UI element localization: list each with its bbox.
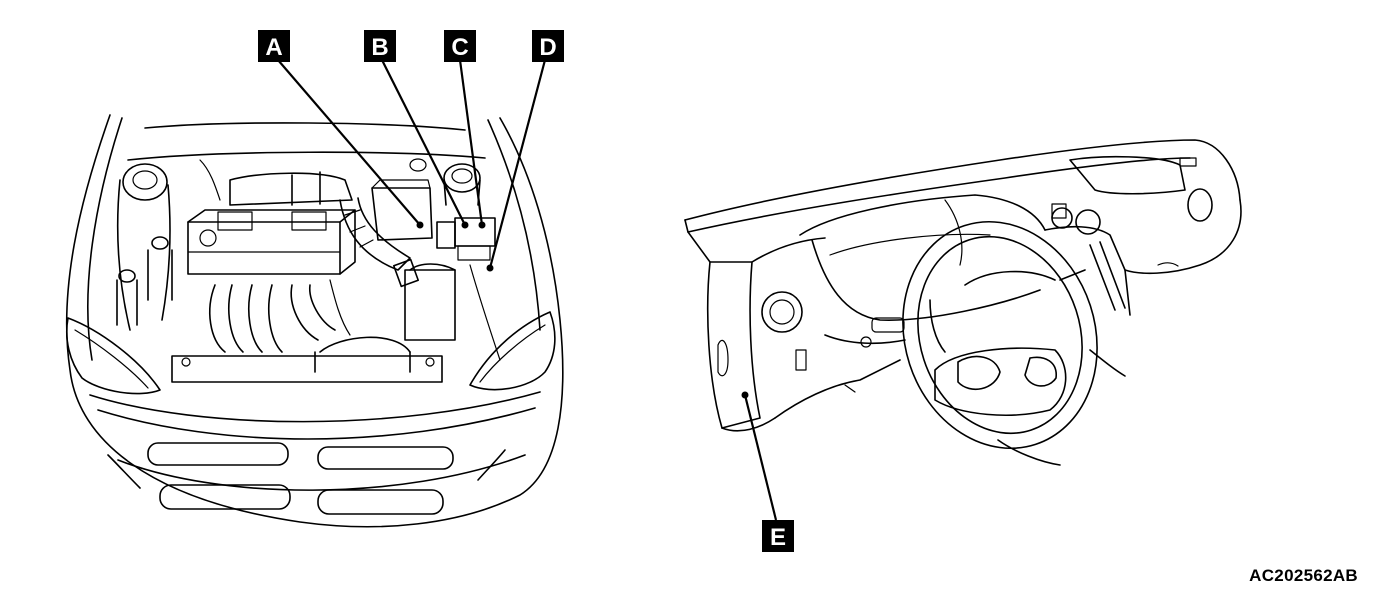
hood-outline (65, 114, 564, 528)
dash-top (684, 139, 1241, 221)
leader-a (277, 59, 421, 226)
right-headlight (469, 311, 556, 391)
instrument-panel-view (684, 139, 1242, 466)
callout-b: B (364, 30, 396, 62)
point-b (461, 221, 469, 229)
callout-c-label: C (451, 34, 468, 61)
leader-d (488, 59, 547, 269)
left-vent (761, 291, 803, 333)
grille-slot (147, 442, 289, 466)
battery (187, 221, 341, 275)
leader-lines (277, 59, 778, 521)
leader-b (381, 59, 466, 226)
steering-wheel-hub (934, 347, 1067, 416)
cluster-hood (799, 194, 1046, 236)
radiator-support (171, 355, 443, 383)
relay-box-a (371, 187, 433, 241)
brake-reservoir (443, 163, 481, 193)
point-d (486, 264, 494, 272)
point-a (416, 221, 424, 229)
callout-e-label: E (770, 524, 786, 551)
leader-c (458, 59, 484, 226)
grille-slot (317, 489, 444, 515)
junction-block-c (454, 217, 496, 247)
left-headlight (65, 317, 161, 395)
callout-a: A (258, 30, 290, 62)
air-cleaner (404, 269, 456, 341)
figure-reference-code: AC202562AB (1249, 566, 1358, 585)
right-vent (1187, 188, 1213, 222)
leader-e (743, 394, 778, 521)
left-end-panel (706, 261, 761, 429)
point-c (478, 221, 486, 229)
steering-wheel-rim (902, 220, 1098, 450)
callout-a-label: A (265, 34, 282, 61)
engine-compartment-view (65, 114, 564, 528)
junction-block-b (436, 221, 456, 249)
grille-slot (159, 484, 291, 510)
reservoir-cap (122, 163, 168, 201)
callout-d: D (532, 30, 564, 62)
callout-e: E (762, 520, 794, 552)
callout-d-label: D (539, 34, 556, 61)
callout-b-label: B (371, 34, 388, 61)
intake-duct (339, 197, 411, 271)
callout-c: C (444, 30, 476, 62)
point-e (741, 391, 749, 399)
grille-slot (317, 446, 454, 470)
